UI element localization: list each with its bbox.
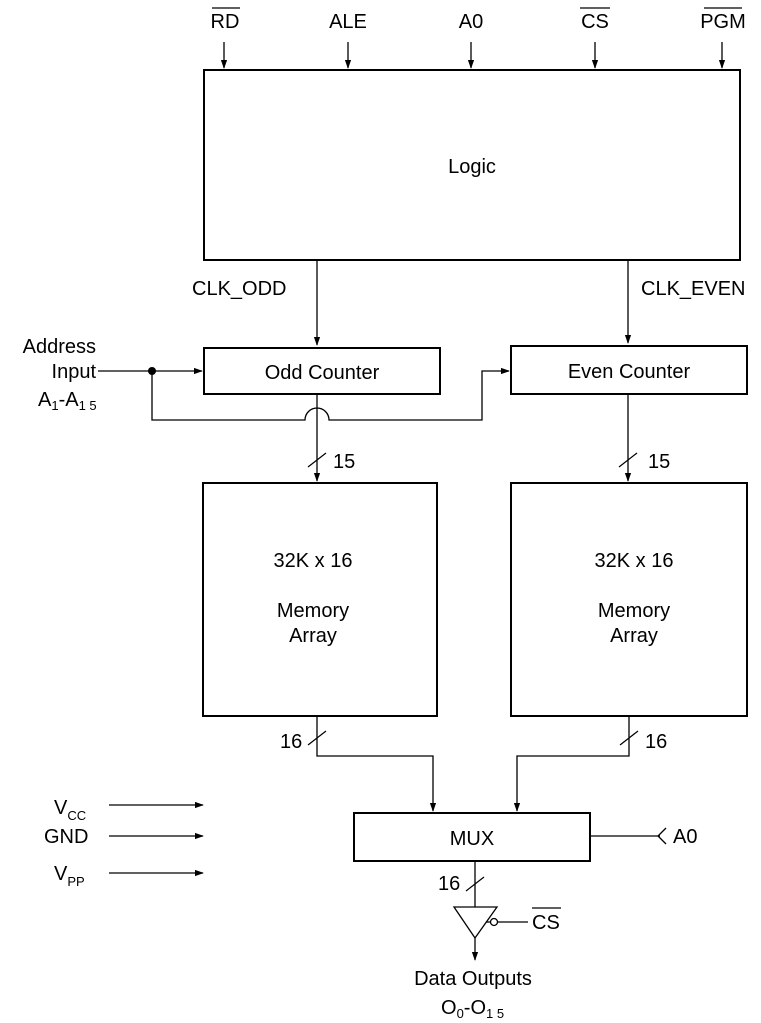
- odd-memory-label-line2: Array: [289, 625, 337, 647]
- vcc-label: VCC: [54, 797, 86, 823]
- even-memory-label-line1: Memory: [598, 600, 670, 622]
- enable-inversion-bubble: [489, 917, 499, 927]
- mux-out-bus-slash: [465, 876, 485, 892]
- vcc-label-sub: CC: [67, 808, 86, 823]
- outputs-range-sub0: 0: [457, 1006, 464, 1021]
- logic-label: Logic: [448, 156, 496, 178]
- signal-a0-label: A0: [459, 11, 483, 33]
- signal-rd: RD: [211, 7, 240, 69]
- signal-pgm-label: PGM: [700, 11, 746, 33]
- address-range-a: A: [38, 389, 52, 411]
- signal-cs: CS: [580, 7, 610, 69]
- signal-ale-label: ALE: [329, 11, 367, 33]
- signal-a0: A0: [459, 11, 483, 69]
- odd-memory-label-line1: Memory: [277, 600, 349, 622]
- clk-odd-label: CLK_ODD: [192, 278, 286, 300]
- gnd-label: GND: [44, 826, 88, 848]
- odd-memory-array: [202, 482, 438, 717]
- odd-to-mux-line: [316, 716, 437, 812]
- signal-ale: ALE: [329, 11, 367, 69]
- a0-select-connector-icon: [657, 827, 667, 845]
- even-counter-block: [510, 345, 748, 395]
- address-range-sub1: 1: [51, 398, 58, 413]
- mux-select-label: A0: [673, 826, 697, 848]
- odd-counter-label: Odd Counter: [265, 362, 380, 384]
- output-enable-label: CS: [532, 912, 560, 934]
- vcc-label-v: V: [54, 797, 68, 819]
- vpp-label-v: V: [54, 863, 68, 885]
- mux-block: [353, 812, 591, 862]
- odd-bus-width: 15: [333, 451, 355, 473]
- logic-block: [203, 69, 741, 261]
- signal-rd-label: RD: [211, 11, 240, 33]
- even-memory-label-line2: Array: [610, 625, 658, 647]
- signal-pgm: PGM: [700, 7, 746, 69]
- data-outputs-range: O0-O1 5: [441, 997, 504, 1021]
- data-outputs-label: Data Outputs: [414, 968, 532, 990]
- address-to-even-line: [151, 367, 510, 421]
- even-bus-width: 15: [648, 451, 670, 473]
- address-input-label-line1: Address: [23, 336, 96, 358]
- outputs-range-sep: -O: [464, 997, 486, 1019]
- even-bus-slash: [618, 452, 638, 468]
- even-mux-bus-width: 16: [645, 731, 667, 753]
- address-range-sep: -A: [59, 389, 80, 411]
- vpp-label: VPP: [54, 863, 85, 889]
- mux-label: MUX: [450, 828, 494, 850]
- even-memory-array: [510, 482, 748, 717]
- outputs-range-sub15: 1 5: [486, 1006, 504, 1021]
- odd-counter-block: [203, 347, 441, 395]
- odd-bus-slash: [307, 452, 327, 468]
- odd-memory-size: 32K x 16: [274, 550, 353, 572]
- outputs-range-o: O: [441, 997, 457, 1019]
- even-memory-size: 32K x 16: [595, 550, 674, 572]
- address-range-sub15: 1 5: [79, 398, 97, 413]
- clk-even-label: CLK_EVEN: [641, 278, 746, 300]
- address-range: A1-A1 5: [38, 389, 97, 413]
- odd-mux-bus-slash: [307, 730, 327, 746]
- signal-cs-label: CS: [581, 11, 609, 33]
- mux-out-bus-width: 16: [438, 873, 460, 895]
- even-mux-bus-slash: [619, 730, 639, 746]
- even-counter-label: Even Counter: [568, 361, 691, 383]
- vpp-label-sub: PP: [67, 874, 84, 889]
- even-to-mux-line: [513, 716, 630, 812]
- address-input-label-line2: Input: [52, 361, 97, 383]
- odd-mux-bus-width: 16: [280, 731, 302, 753]
